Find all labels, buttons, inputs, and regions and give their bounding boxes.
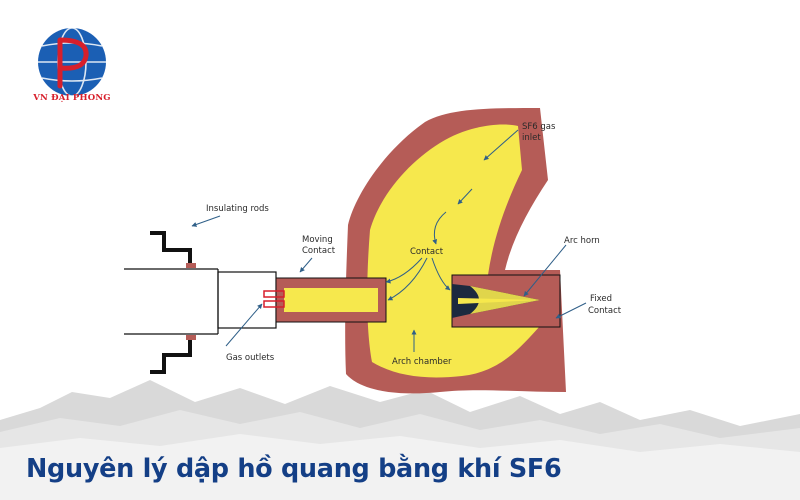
label-gas-outlets: Gas outlets: [226, 353, 275, 363]
label-sf6-gas-inlet-line1: SF6 gas: [522, 122, 556, 132]
logo: [38, 27, 106, 97]
shaft: [124, 268, 277, 335]
insulating-rods: [150, 231, 192, 374]
label-fixed-contact-line2: Contact: [588, 306, 622, 316]
label-arc-horn: Arc horn: [564, 236, 600, 246]
arch-chamber: [345, 108, 566, 394]
label-moving-contact-line2: Contact: [302, 246, 336, 256]
p-monogram-icon: [57, 37, 89, 89]
arrows: [191, 129, 587, 352]
brand-name: VN ĐẠI PHONG: [33, 93, 111, 103]
label-sf6-gas-inlet-line2: inlet: [522, 133, 541, 143]
gas-outlet-marker: [263, 290, 285, 298]
label-insulating-rods: Insulating rods: [206, 204, 269, 214]
moving-contact: [263, 277, 387, 323]
page-title: Nguyên lý dập hồ quang bằng khí SF6: [26, 454, 562, 484]
label-contact: Contact: [410, 247, 444, 257]
label-moving-contact-line1: Moving: [302, 235, 333, 245]
torn-paper-band: [0, 380, 800, 500]
diagram-labels: Insulating rods Moving Contact SF6 gas i…: [206, 122, 622, 367]
label-fixed-contact-line1: Fixed: [590, 294, 612, 304]
label-arch-chamber: Arch chamber: [392, 357, 452, 367]
fixed-contact: [451, 274, 561, 328]
